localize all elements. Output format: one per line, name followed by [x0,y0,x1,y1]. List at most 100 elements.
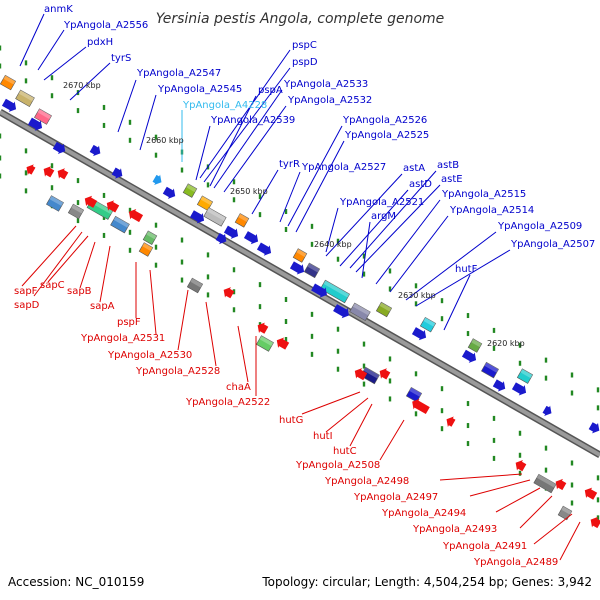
gene-label[interactable]: hutC [333,446,357,457]
gene-feature[interactable] [46,195,64,212]
gene-label[interactable]: tyrS [111,53,131,64]
gene-feature[interactable] [196,195,214,211]
gene-feature[interactable] [352,366,368,382]
gene-label[interactable]: YpAngola_A2539 [210,115,295,126]
gene-feature[interactable] [243,229,261,246]
gene-feature[interactable] [513,458,528,473]
gene-feature[interactable] [582,485,598,501]
gene-label[interactable]: YpAngola_A4228 [182,100,267,111]
gene-label[interactable]: YpAngola_A2531 [80,333,165,344]
gene-label[interactable]: YpAngola_A2521 [339,197,424,208]
gene-label[interactable]: astB [437,160,459,171]
gene-label[interactable]: YpAngola_A2509 [497,221,582,232]
gene-feature[interactable] [82,193,98,209]
gene-feature[interactable] [55,166,70,181]
gene-label[interactable]: astE [441,174,463,185]
gene-label[interactable]: anmK [44,4,73,15]
gene-label[interactable]: YpAngola_A2493 [412,524,497,535]
gene-feature[interactable] [186,277,204,294]
gene-label[interactable]: YpAngola_A2515 [441,189,526,200]
gene-label[interactable]: YpAngola_A2489 [473,557,558,568]
gene-feature[interactable] [542,404,555,418]
gene-label[interactable]: pspF [117,317,141,328]
gene-feature[interactable] [162,185,178,201]
gene-feature[interactable] [349,302,371,322]
gene-label[interactable]: pspC [292,40,317,51]
gene-label[interactable]: YpAngola_A2533 [283,79,368,90]
gene-label[interactable]: sapC [40,280,65,291]
gene-feature[interactable] [142,230,158,245]
gene-label[interactable]: YpAngola_A2507 [510,239,595,250]
gene-feature[interactable] [588,514,600,529]
gene-label[interactable]: sapF [14,286,38,297]
gene-feature[interactable] [203,207,227,227]
gene-feature[interactable] [409,396,431,415]
gene-feature[interactable] [111,166,126,181]
gene-label[interactable]: pspA [258,85,283,96]
gene-feature[interactable] [255,320,270,335]
gene-feature[interactable] [223,224,241,241]
gene-feature[interactable] [405,386,423,403]
gene-feature[interactable] [533,473,557,494]
gene-label[interactable]: YpAngola_A2525 [344,130,429,141]
gene-feature[interactable] [110,215,130,234]
gene-label[interactable]: YpAngola_A2527 [301,162,386,173]
gene-feature[interactable] [481,361,499,379]
gene-label[interactable]: hutF [455,264,478,275]
gene-label[interactable]: YpAngola_A2522 [185,397,270,408]
gene-feature[interactable] [375,301,393,318]
gene-feature[interactable] [553,476,568,491]
gene-feature[interactable] [492,378,508,394]
gene-feature[interactable] [511,381,529,398]
gene-label[interactable]: sapB [67,286,92,297]
gene-feature[interactable] [310,282,330,300]
gene-feature[interactable] [67,203,85,220]
gene-feature[interactable] [332,302,352,320]
gene-label[interactable]: YpAngola_A2547 [136,68,221,79]
gene-feature[interactable] [126,206,144,223]
gene-label[interactable]: argM [371,211,396,222]
gene-feature[interactable] [24,162,37,176]
gene-feature[interactable] [303,262,321,279]
gene-label[interactable]: hutG [279,415,303,426]
gene-label[interactable]: YpAngola_A2497 [353,492,438,503]
gene-feature[interactable] [411,325,429,342]
gene-label[interactable]: hutI [313,431,333,442]
gene-feature[interactable] [516,368,534,384]
gene-label[interactable]: sapA [90,301,115,312]
gene-feature[interactable] [256,335,274,352]
gene-label[interactable]: astD [409,179,432,190]
gene-label[interactable]: pspD [292,57,318,68]
gene-feature[interactable] [0,74,17,91]
gene-label[interactable]: YpAngola_A2508 [295,460,380,471]
gene-feature[interactable] [377,366,392,381]
gene-feature[interactable] [467,338,483,353]
gene-feature[interactable] [292,248,308,263]
gene-feature[interactable] [104,198,120,214]
gene-feature[interactable] [52,140,68,156]
gene-feature[interactable] [461,348,479,365]
gene-label[interactable]: tyrR [279,159,300,170]
gene-label[interactable]: YpAngola_A2556 [63,20,148,31]
gene-feature[interactable] [27,116,45,133]
gene-feature[interactable] [557,505,573,521]
gene-feature[interactable] [588,420,600,435]
gene-feature[interactable] [256,241,274,258]
gene-label[interactable]: YpAngola_A2491 [442,541,527,552]
gene-feature[interactable] [182,183,198,198]
gene-label[interactable]: pdxH [87,37,113,48]
gene-label[interactable]: YpAngola_A2530 [107,350,192,361]
gene-feature[interactable] [234,213,250,228]
gene-label[interactable]: sapD [14,300,40,311]
gene-label[interactable]: YpAngola_A2514 [449,205,534,216]
gene-feature[interactable] [41,164,56,179]
gene-feature[interactable] [152,173,165,187]
gene-label[interactable]: YpAngola_A2532 [287,95,372,106]
gene-label[interactable]: YpAngola_A2498 [324,476,409,487]
gene-label[interactable]: YpAngola_A2545 [157,84,242,95]
gene-feature[interactable] [319,279,351,304]
gene-label[interactable]: YpAngola_A2528 [135,366,220,377]
gene-feature[interactable] [274,335,290,351]
gene-feature[interactable] [419,316,437,333]
gene-feature[interactable] [138,242,154,257]
